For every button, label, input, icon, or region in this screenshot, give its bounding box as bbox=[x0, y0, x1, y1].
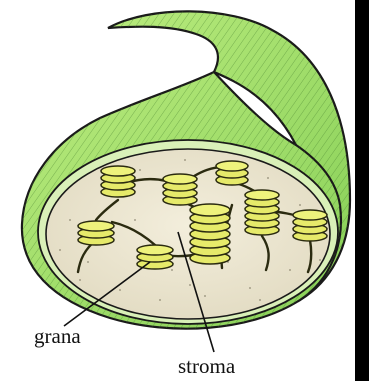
granum-stack bbox=[163, 174, 197, 205]
granum-stack bbox=[78, 221, 114, 245]
granum-stack bbox=[245, 190, 279, 235]
granum-stack bbox=[216, 161, 248, 185]
granum-stack bbox=[101, 166, 135, 197]
granum-stack bbox=[293, 210, 327, 241]
right-edge-bar bbox=[355, 0, 369, 381]
grana-label: grana bbox=[34, 326, 81, 347]
granum-stack bbox=[137, 245, 173, 269]
stroma-label: stroma bbox=[178, 356, 235, 377]
granum-stack bbox=[190, 204, 230, 264]
